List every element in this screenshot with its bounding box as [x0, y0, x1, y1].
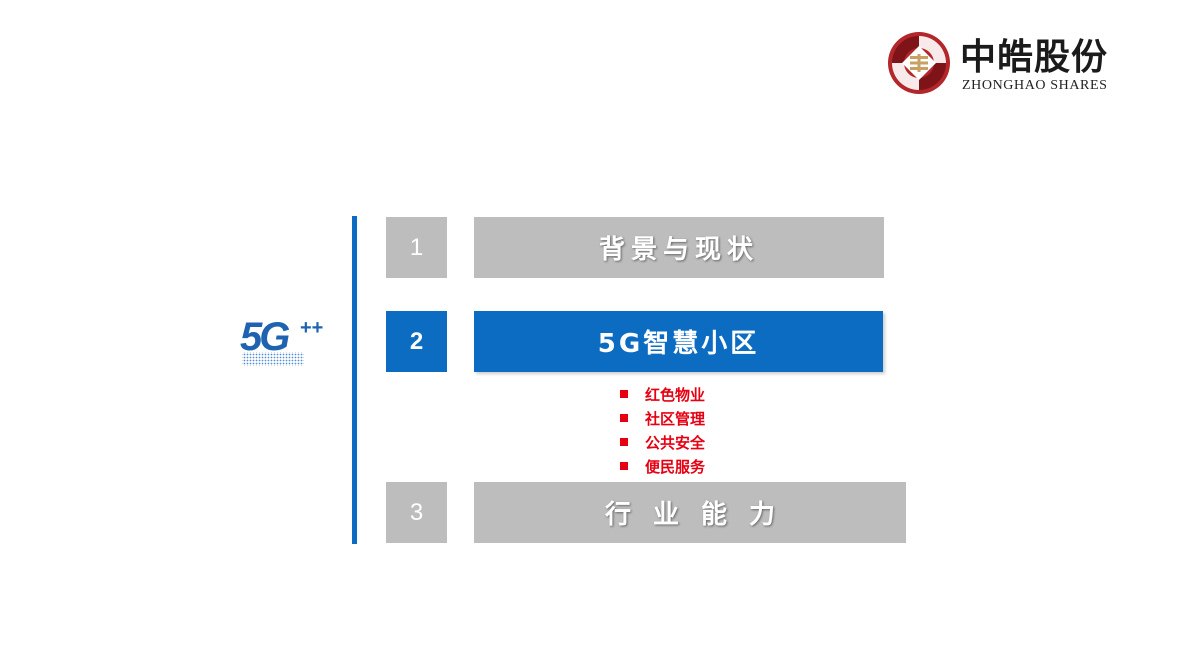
- emblem-5g-text: 5G: [240, 315, 289, 359]
- section-1-number: 1: [386, 217, 447, 278]
- company-logo: 中皓股份 ZHONGHAO SHARES: [886, 26, 1156, 98]
- list-item: 社区管理: [620, 406, 705, 430]
- list-item: 红色物业: [620, 382, 705, 406]
- subitem-label: 社区管理: [645, 409, 706, 428]
- logo-english-name: ZHONGHAO SHARES: [962, 78, 1108, 93]
- logo-chinese-name: 中皓股份: [960, 36, 1109, 78]
- section-3-title[interactable]: 行业能力: [474, 482, 906, 543]
- bullet-square-icon: [620, 462, 628, 470]
- bullet-square-icon: [620, 390, 628, 398]
- bullet-square-icon: [620, 414, 628, 422]
- bullet-square-icon: [620, 438, 628, 446]
- section-1-title[interactable]: 背景与现状: [474, 217, 884, 278]
- section-2-title[interactable]: 5G智慧小区: [474, 311, 883, 372]
- 5g-plus-icon: 5G ++: [240, 315, 323, 366]
- emblem-plus-text: ++: [300, 317, 323, 339]
- subitem-label: 便民服务: [645, 457, 706, 476]
- vertical-divider: [352, 216, 357, 544]
- list-item: 公共安全: [620, 430, 705, 454]
- section-2-subitems: 红色物业 社区管理 公共安全 便民服务: [620, 382, 705, 478]
- list-item: 便民服务: [620, 454, 705, 478]
- subitem-label: 公共安全: [645, 433, 706, 452]
- subitem-label: 红色物业: [645, 385, 706, 404]
- section-2-number: 2: [386, 311, 447, 372]
- zhonghao-logo-icon: [888, 32, 950, 94]
- section-3-number: 3: [386, 482, 447, 543]
